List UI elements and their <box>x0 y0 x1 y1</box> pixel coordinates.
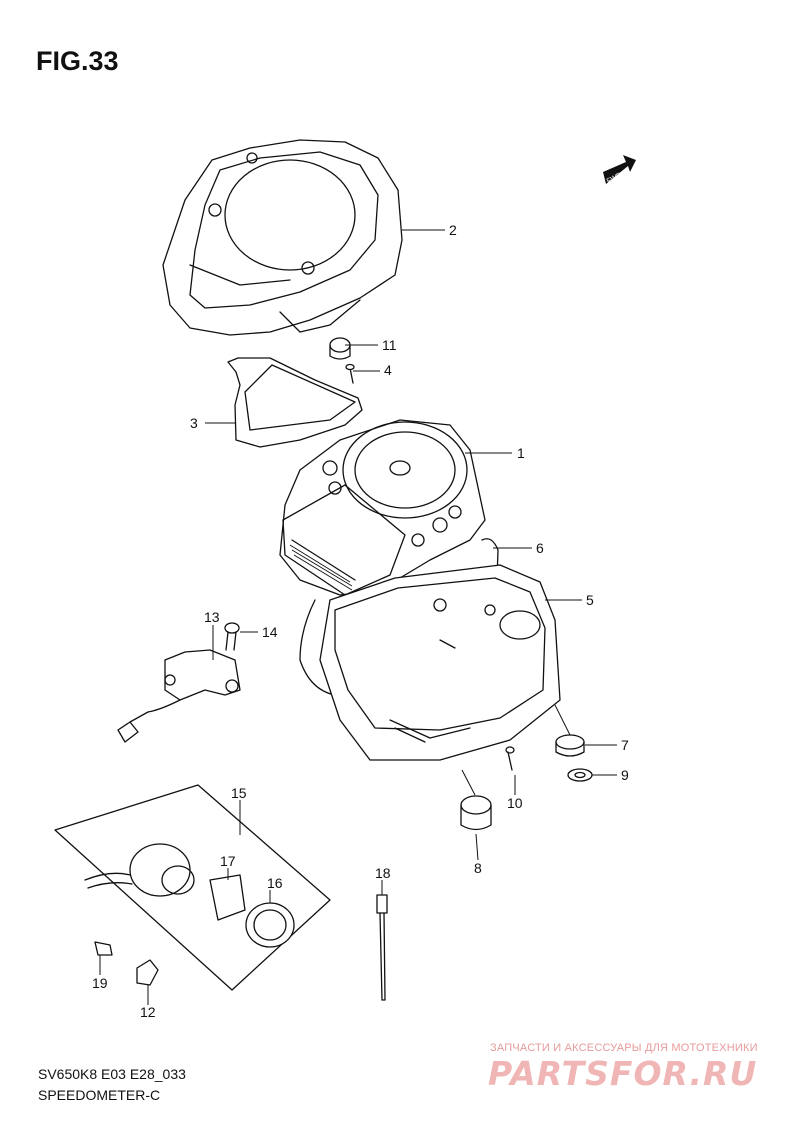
part-screw-4 <box>345 363 355 384</box>
callout-4: 4 <box>384 362 392 378</box>
part-screw-10 <box>505 746 515 771</box>
watermark-tagline: ЗАПЧАСТИ И АКСЕССУАРЫ ДЛЯ МОТОТЕХНИКИ <box>490 1042 758 1054</box>
figure-title: FIG.33 <box>36 46 119 76</box>
callout-7: 7 <box>621 737 629 753</box>
leader-lines <box>99 229 617 1005</box>
callout-10: 10 <box>507 795 523 811</box>
part-tie-18 <box>376 894 388 1001</box>
diagram-subtitle: SPEEDOMETER-C <box>38 1087 161 1103</box>
part-damper-8 <box>460 795 492 831</box>
callout-1: 1 <box>517 445 525 461</box>
callout-13: 13 <box>204 609 220 625</box>
part-washer-9 <box>567 768 593 782</box>
part-meter-case <box>319 564 561 761</box>
part-grommet-11 <box>329 337 351 360</box>
part-sensor-13 <box>117 649 241 743</box>
part-lens-bracket <box>227 357 363 448</box>
part-grommet-7 <box>555 734 585 757</box>
watermark-logo: PARTSFOR.RU <box>488 1054 758 1093</box>
model-code: SV650K8 E03 E28_033 <box>38 1066 186 1082</box>
callout-11: 11 <box>382 337 397 353</box>
callout-17: 17 <box>220 853 236 869</box>
callout-6: 6 <box>536 540 544 556</box>
callout-2: 2 <box>449 222 457 238</box>
callout-3: 3 <box>190 415 198 431</box>
part-lamp-kit-box <box>54 784 331 991</box>
callout-18: 18 <box>375 865 391 881</box>
callout-15: 15 <box>231 785 247 801</box>
callout-9: 9 <box>621 767 629 783</box>
part-bolt-14 <box>224 622 240 651</box>
callout-16: 16 <box>267 875 283 891</box>
fwd-arrow-icon <box>603 155 636 184</box>
callout-5: 5 <box>586 592 594 608</box>
callout-14: 14 <box>262 624 278 640</box>
callout-19: 19 <box>92 975 108 991</box>
callout-12: 12 <box>140 1004 156 1020</box>
callout-8: 8 <box>474 860 482 876</box>
part-meter-cover <box>162 139 403 336</box>
part-meter-assembly <box>279 419 486 596</box>
